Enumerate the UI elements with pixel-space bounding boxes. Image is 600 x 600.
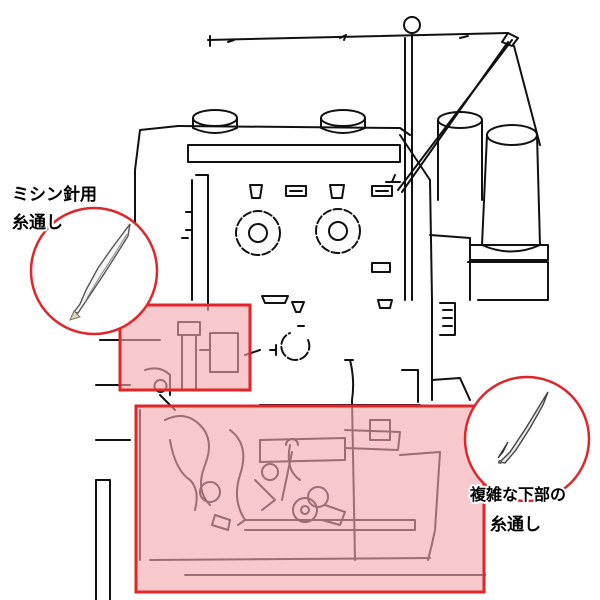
looper-threader-icon — [497, 391, 549, 464]
lower-threading-callout: 複雑な下部の 糸通し — [463, 375, 591, 537]
lower-looper-highlight-box — [134, 404, 486, 594]
needle-threader-subtitle: 糸通し — [12, 212, 63, 233]
needle-threader-icon — [69, 223, 131, 321]
lower-threading-title: 複雑な下部の — [469, 485, 566, 504]
machine-body — [95, 125, 471, 600]
thread-cones — [192, 109, 549, 301]
needle-threader-title: ミシン針用 — [12, 184, 97, 205]
needle-highlight-box — [118, 303, 252, 392]
lower-threading-bubble — [463, 375, 591, 503]
thread-stand — [207, 16, 541, 301]
lower-threading-subtitle: 糸通し — [490, 514, 541, 535]
needle-threader-callout: ミシン針用 糸通し — [10, 182, 159, 336]
front-controls — [235, 174, 401, 361]
